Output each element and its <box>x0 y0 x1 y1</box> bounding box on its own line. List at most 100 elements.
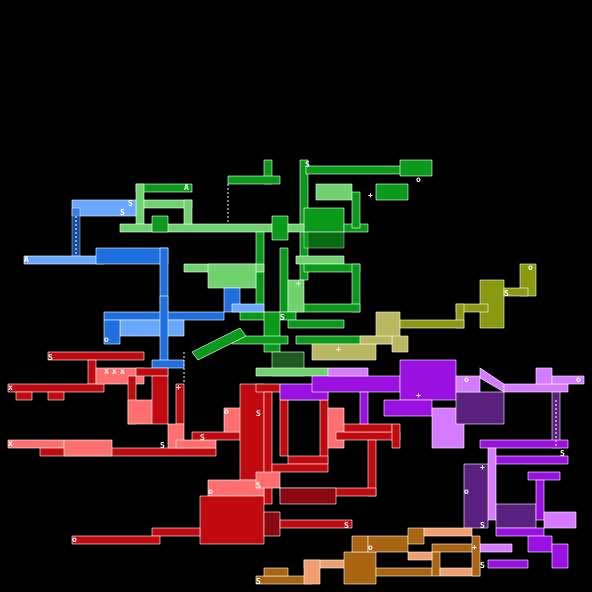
save-icon: S <box>480 521 485 530</box>
save-icon: S <box>256 409 261 418</box>
save-icon: S <box>128 199 133 208</box>
room <box>543 511 577 529</box>
boss-icon: x <box>8 383 13 392</box>
map-station-icon: + <box>472 543 477 552</box>
room <box>351 191 361 229</box>
room <box>303 231 345 249</box>
room <box>399 319 465 329</box>
room <box>227 175 281 185</box>
region-red <box>7 351 401 545</box>
boss-icon: x <box>104 367 109 376</box>
room <box>327 407 345 449</box>
item-icon: o <box>208 487 213 496</box>
room <box>359 335 393 345</box>
map-station-icon: + <box>416 391 421 400</box>
map-icons: S S S S S S S S S S S S S S S + + + + + … <box>8 160 581 586</box>
room <box>279 399 289 457</box>
room <box>71 535 161 545</box>
save-icon: S <box>200 433 205 442</box>
room <box>71 199 137 217</box>
room <box>151 359 185 369</box>
item-icon: o <box>104 335 109 344</box>
save-icon: S <box>560 449 565 458</box>
room <box>279 487 337 505</box>
region-green <box>119 159 433 377</box>
room <box>471 535 481 577</box>
room <box>279 519 353 529</box>
room <box>199 495 265 545</box>
room <box>231 303 265 313</box>
room <box>127 399 153 425</box>
room <box>487 447 497 521</box>
save-icon: S <box>256 577 261 586</box>
room <box>255 575 313 585</box>
room <box>535 479 545 521</box>
room <box>63 439 113 457</box>
room <box>315 183 353 201</box>
room <box>119 223 273 233</box>
room <box>183 199 193 225</box>
map-station-icon: + <box>368 191 373 200</box>
room <box>151 215 169 233</box>
room <box>479 439 569 449</box>
room <box>87 359 97 385</box>
room <box>495 455 569 465</box>
room <box>263 391 273 505</box>
room <box>319 399 329 465</box>
room <box>391 423 401 449</box>
item-icon: o <box>368 543 373 552</box>
map-station-icon: + <box>296 279 301 288</box>
elevator-icon: A <box>24 255 29 264</box>
room <box>327 367 369 377</box>
room <box>375 567 433 577</box>
item-icon: o <box>72 535 77 544</box>
save-icon: S <box>48 353 53 362</box>
room <box>239 383 265 481</box>
room <box>503 383 569 393</box>
boss-icon: x <box>120 367 125 376</box>
item-icon: o <box>224 407 229 416</box>
room <box>551 375 585 385</box>
room <box>7 439 65 449</box>
room <box>455 375 481 393</box>
room <box>255 471 281 489</box>
room <box>135 367 169 377</box>
room <box>295 255 345 265</box>
save-icon: S <box>120 208 125 217</box>
item-icon: o <box>464 487 469 496</box>
room <box>263 311 281 353</box>
room <box>23 255 105 265</box>
room <box>15 391 33 401</box>
room <box>335 431 401 441</box>
region-olive <box>311 263 537 361</box>
room <box>431 551 441 577</box>
room <box>391 335 409 353</box>
room <box>407 551 433 561</box>
save-icon: S <box>256 481 261 490</box>
room <box>311 375 401 393</box>
boss-icon: x <box>8 439 13 448</box>
room <box>271 463 329 473</box>
room <box>463 463 489 529</box>
room <box>551 543 569 569</box>
save-icon: S <box>160 441 165 450</box>
map-station-icon: + <box>480 463 485 472</box>
item-icon: o <box>528 263 533 272</box>
map-station-icon: + <box>176 383 181 392</box>
room <box>495 503 537 529</box>
room <box>343 551 377 585</box>
room <box>263 567 289 577</box>
room <box>287 223 305 233</box>
save-icon: S <box>504 289 509 298</box>
room <box>479 543 513 553</box>
room <box>383 399 433 417</box>
room <box>503 287 529 297</box>
item-icon: o <box>576 375 581 384</box>
room <box>367 439 377 497</box>
room <box>191 327 247 361</box>
room <box>351 535 369 553</box>
room <box>375 183 409 201</box>
room <box>527 535 553 553</box>
